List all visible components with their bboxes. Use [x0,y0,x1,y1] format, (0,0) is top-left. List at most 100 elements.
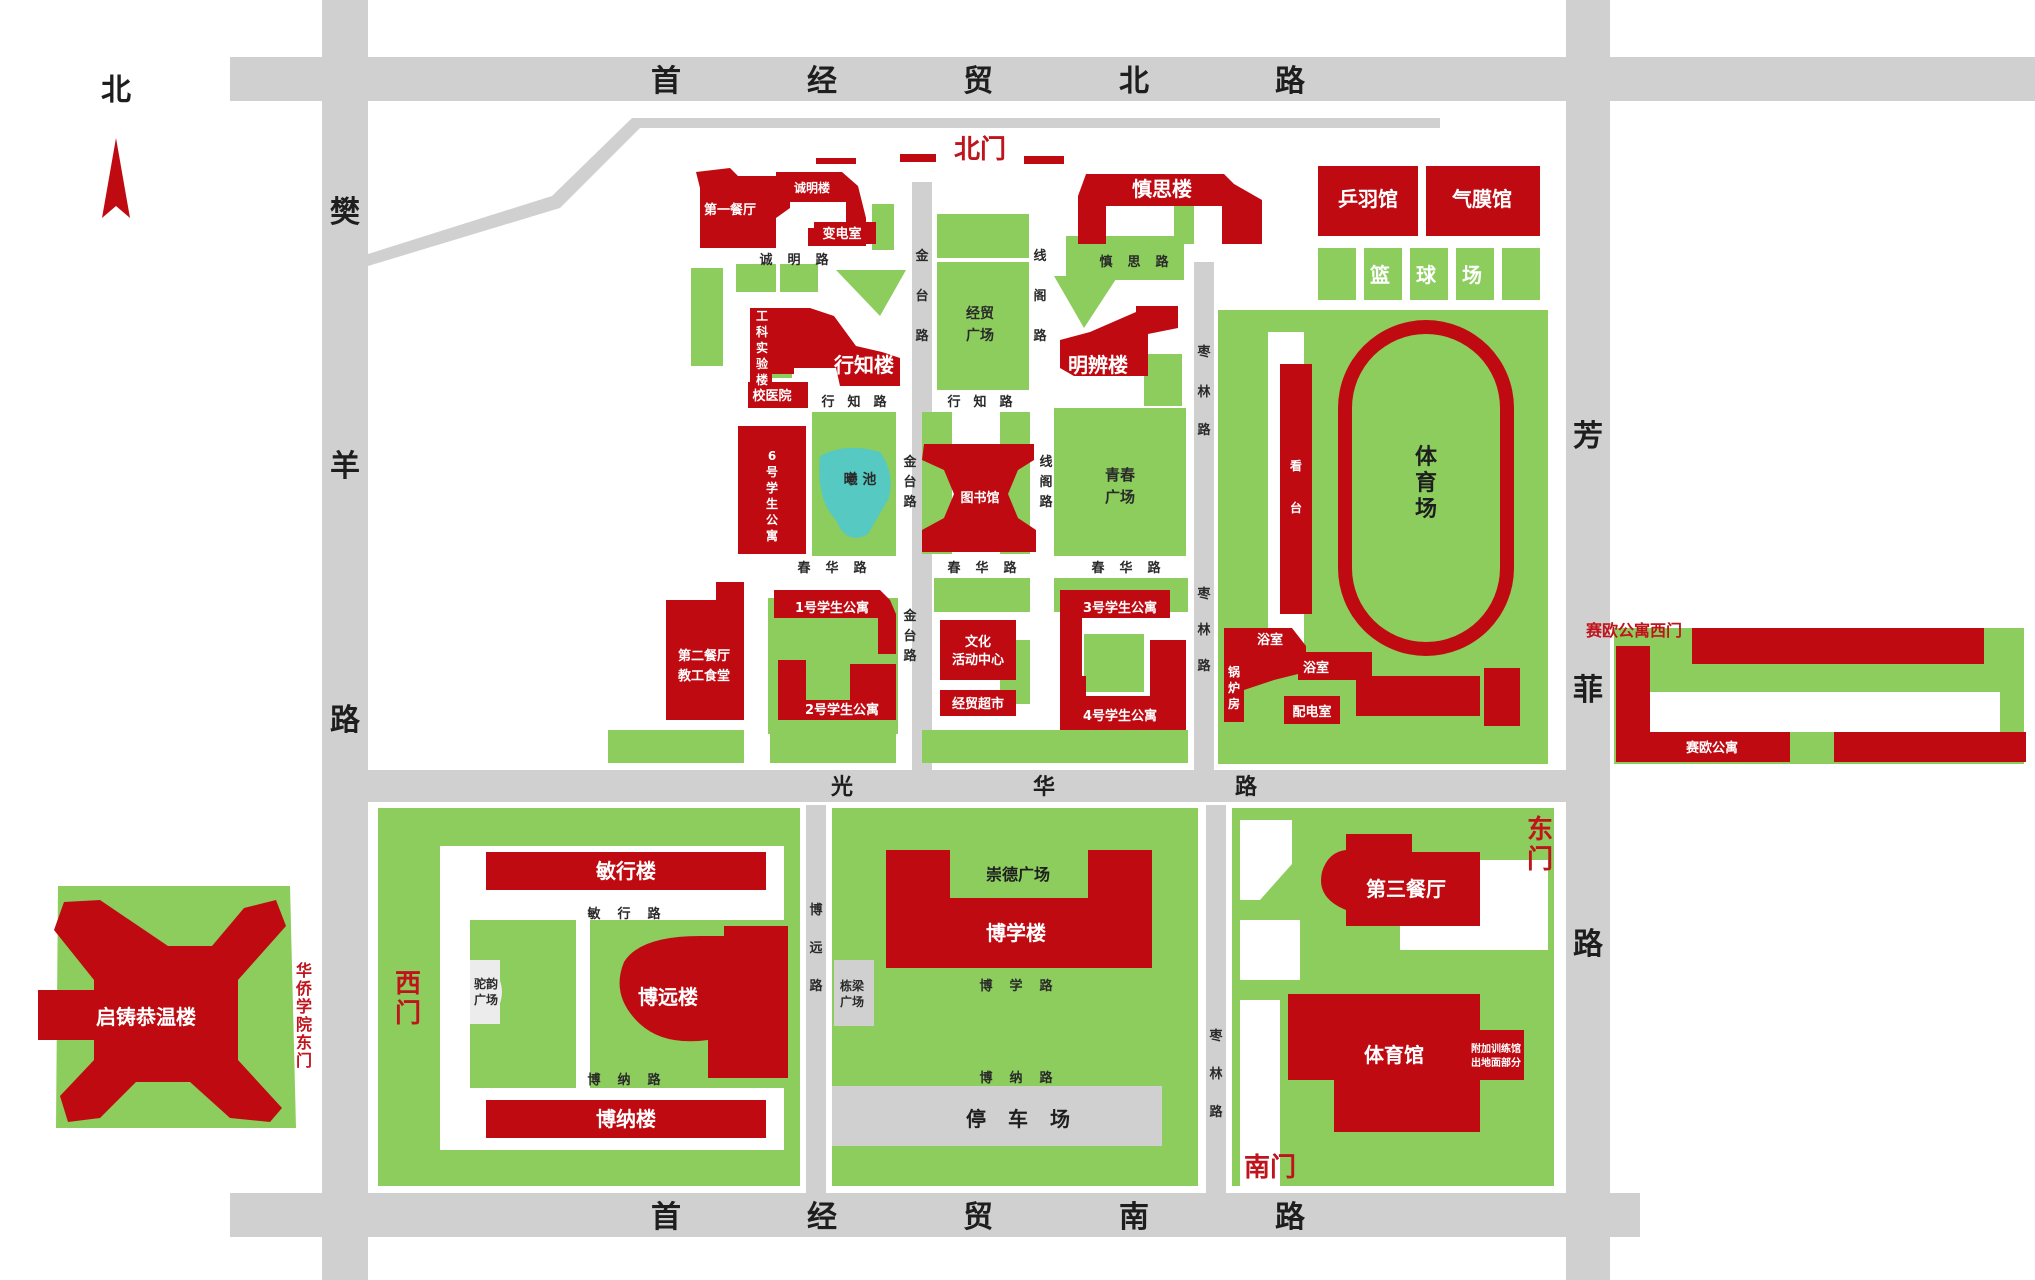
label-grandstand: 台 [1290,500,1302,515]
air-dome-hall [1426,166,1540,236]
label-lab-char: 验 [756,356,769,371]
label-boiler-char: 锅 [1228,664,1240,679]
lane-char: 春 [946,560,961,576]
lane-char: 路 [1039,978,1053,994]
road-south-char: 贸 [963,1200,993,1235]
lane-char: 路 [1209,1104,1223,1120]
label-lab-char: 工 [756,309,768,323]
label-lab-char: 实 [756,340,768,355]
north-gate: 北门 [954,135,1006,165]
lane-char: 台 [903,628,916,644]
label-boiler-char: 炉 [1228,680,1240,695]
label-distribution: 配电室 [1292,704,1331,720]
label-shensi: 慎思楼 [1132,177,1192,201]
road-north-char: 首 [651,64,681,99]
label-gymnasium: 体育馆 [1364,1043,1424,1067]
lane-char: 路 [1039,494,1053,510]
label-canteen-1: 第一餐厅 [704,202,756,218]
road-east-char: 路 [1573,927,1604,962]
lane-char: 路 [903,648,917,664]
road-south-char: 南 [1119,1200,1149,1235]
lane-char: 春 [796,560,811,576]
mingbian-building [1060,306,1178,376]
bona-building [486,1100,766,1138]
road-middle [368,770,1566,802]
label-tuoyun: 驼韵 [474,976,498,991]
parking-area [832,1086,1162,1146]
label-supermarket: 经贸超市 [952,696,1004,712]
qizhu-building [38,900,286,1122]
label-dorm6-char: 公 [766,513,778,527]
supermarket [940,690,1016,716]
road-north-char: 贸 [963,64,993,99]
label-qingchun: 广场 [1105,488,1135,506]
label-grandstand: 看 [1290,458,1302,473]
lane-char: 阁 [1033,288,1046,304]
west-gate-char: 门 [395,999,421,1029]
boiler-room [1224,628,1306,722]
road-north-char: 北 [1119,64,1149,99]
label-dorm6-char: 生 [766,496,778,511]
roads [230,0,2035,1280]
label-dongliang: 广场 [840,994,864,1009]
label-activity-center: 文化 [965,634,991,650]
lane-char: 博 [587,1072,600,1088]
saiou-apartment-e [1834,732,2026,762]
road-west-char: 樊 [330,195,360,230]
label-dongliang: 栋梁 [839,978,864,993]
lane-char: 路 [1147,560,1161,576]
label-boxue: 博学楼 [986,921,1046,945]
gate-labels: 北门 西 门 东 门 南门 赛欧公寓西门 华 侨 学 院 东 门 [295,135,1682,1183]
dorm-1 [774,590,896,654]
lane-char: 纳 [1009,1070,1022,1086]
lane-char: 行 [946,394,960,410]
lane-char: 纳 [617,1072,630,1088]
label-dorm-4: 4号学生公寓 [1083,708,1157,724]
label-boiler-char: 房 [1228,696,1240,711]
label-stadium-char: 体 [1415,445,1438,470]
lane-char: 诚 [759,252,772,268]
building-labels: 诚明楼 第一餐厅 变电室 慎思楼 乒羽馆 气膜馆 篮 球 场 工 科 实 验 楼… [96,177,1738,1131]
lane-char: 路 [853,560,867,576]
lane-char: 枣 [1196,586,1211,602]
saiou-apartment-n [1692,628,1984,664]
label-clinic: 校医院 [752,388,791,404]
label-xingzhi: 行知楼 [833,353,894,377]
lane-char: 金 [914,248,929,264]
boyuan-building [619,926,788,1078]
lane-char: 慎 [1099,254,1112,270]
huaqiao-east-gate-char: 学 [296,997,312,1016]
lane-char: 路 [1197,422,1211,438]
lane-labels: 诚 明 路 慎 思 路 行 知 路 行 知 路 春 华 路 春 华 路 春 华 … [586,248,1223,1120]
road-south-char: 经 [807,1200,837,1235]
library [922,444,1036,552]
dorm-4 [1060,640,1186,730]
lane-char: 林 [1209,1066,1222,1082]
south-gate: 南门 [1244,1153,1296,1183]
road-north-char: 经 [807,64,837,99]
lane-char: 博 [809,902,822,918]
lane-char: 金 [902,454,917,470]
lane-char: 华 [825,560,838,576]
lane-char: 知 [847,394,860,410]
label-chengming: 诚明楼 [794,180,830,195]
road-middle-char: 光 [830,775,853,800]
label-air-dome: 气膜馆 [1451,187,1512,211]
buildings [38,154,2026,1138]
activity-center [940,620,1016,680]
chengming-building [776,172,866,246]
lane-char: 路 [999,394,1013,410]
road-west-char: 羊 [330,449,360,484]
lane-char: 路 [1039,1070,1053,1086]
lane-char: 路 [873,394,887,410]
sports-annex [1356,676,1480,716]
clinic [748,382,808,408]
lane-char: 路 [1197,658,1211,674]
lane-char: 林 [1197,384,1210,400]
lane-char: 华 [975,560,988,576]
table-tennis-hall [1318,166,1418,236]
lane-char: 路 [915,328,929,344]
east-gate-char: 门 [1527,845,1553,875]
road-south-char: 路 [1275,1200,1306,1235]
